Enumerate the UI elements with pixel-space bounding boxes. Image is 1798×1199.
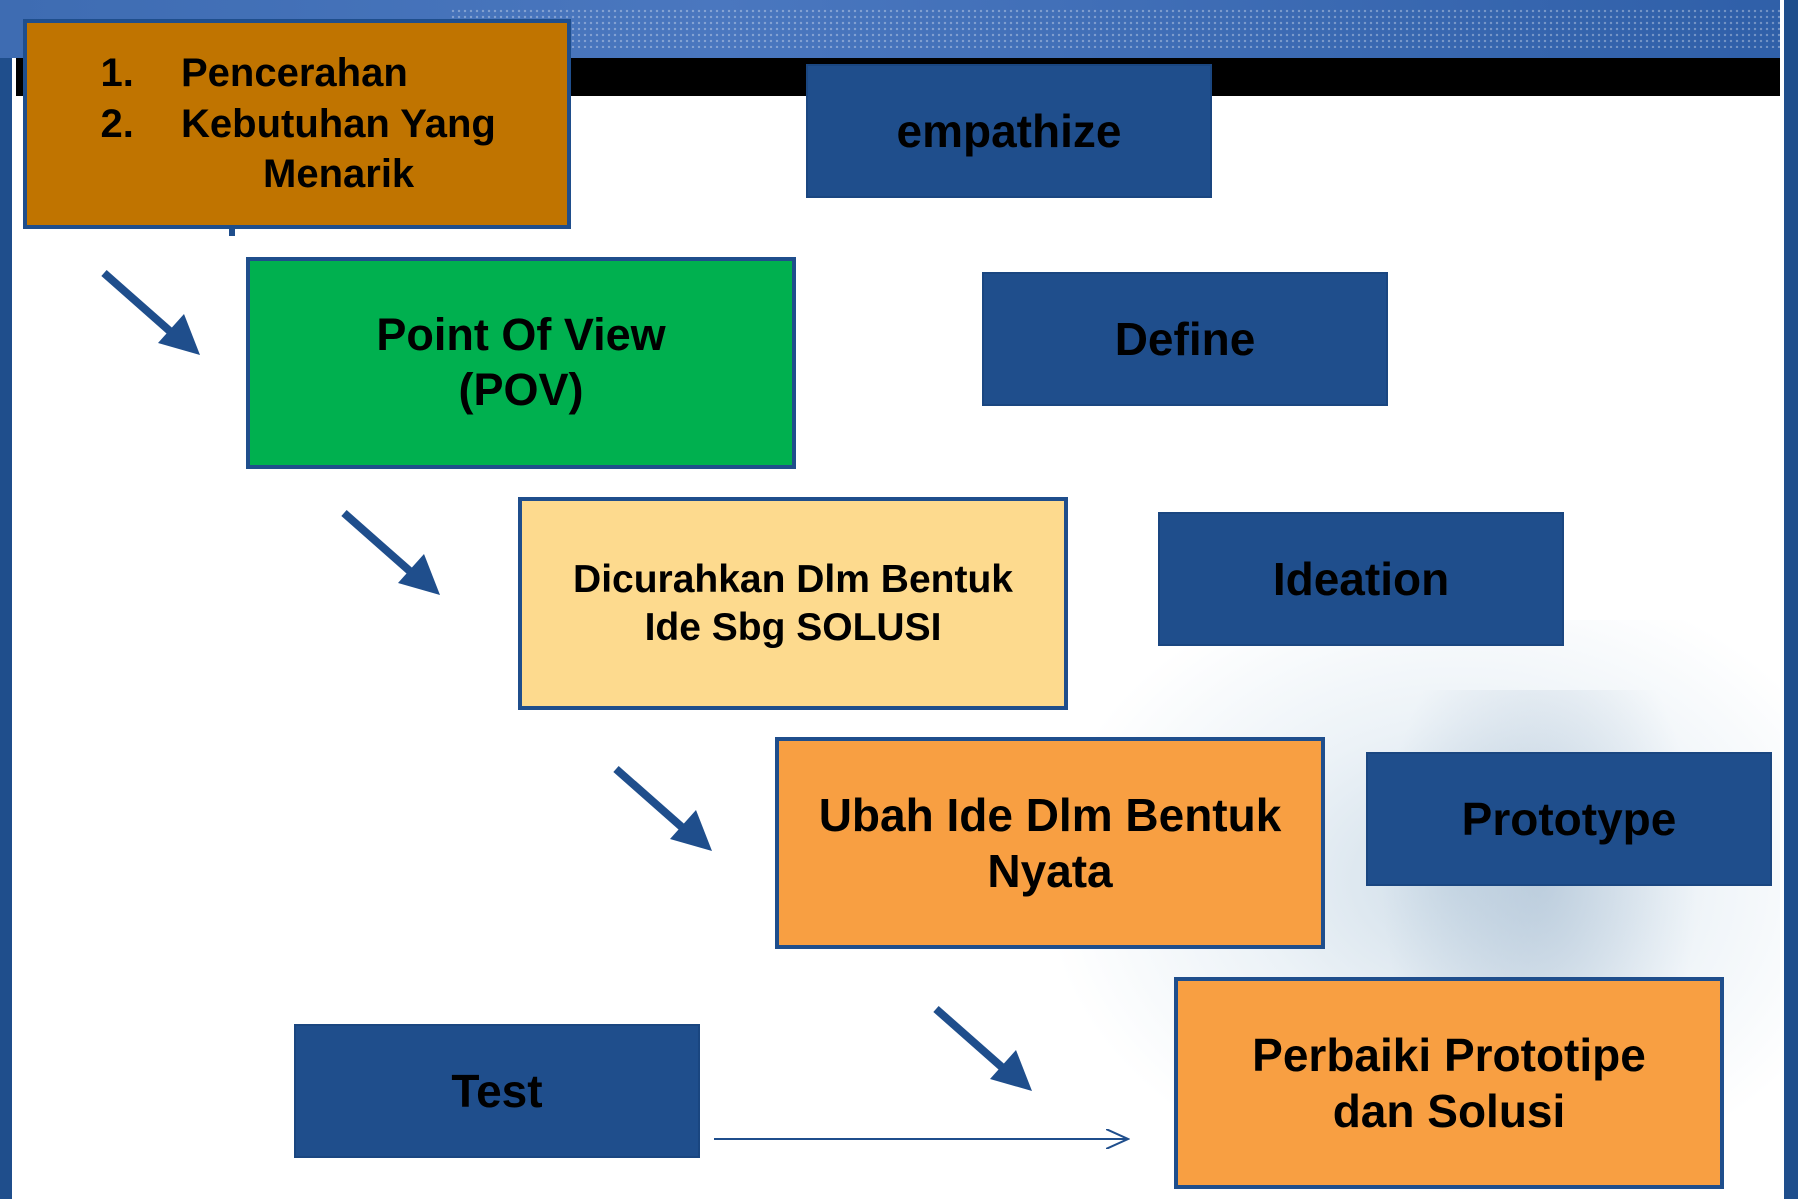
intro-item-2-label: Kebutuhan Yang (181, 101, 496, 146)
arrow-4 (933, 1006, 1032, 1091)
stage-ideation: Ideation (1158, 512, 1564, 646)
arrow-1 (101, 270, 200, 355)
arrow-2-head (398, 554, 440, 595)
prototype-desc-line1: Ubah Ide Dlm Bentuk (818, 788, 1282, 841)
arrow-3 (613, 766, 712, 851)
idea-box-line1: Dicurahkan Dlm Bentuk (573, 557, 1013, 601)
intro-item-2-label-cont: Menarik (263, 152, 415, 197)
stage-define: Define (982, 272, 1388, 406)
arrow-3-head (670, 810, 712, 851)
pov-box: Point Of View(POV) (246, 257, 796, 469)
arrow-1-head (158, 314, 200, 355)
arrow-2 (341, 510, 440, 595)
stage-test: Test (294, 1024, 700, 1158)
improve-box-line1: Perbaiki Prototipe (1252, 1028, 1646, 1081)
frame-right-inner-line (1780, 0, 1784, 1199)
intro-box-connector (229, 226, 235, 236)
prototype-desc-line2: Nyata (987, 845, 1113, 897)
header-dot-pattern (450, 8, 1782, 48)
improve-box-line2: dan Solusi (1332, 1085, 1566, 1137)
frame-left-border (0, 58, 12, 1199)
stage-empathize: empathize (806, 64, 1212, 198)
stage-prototype: Prototype (1366, 752, 1772, 886)
pov-box-line2: (POV) (458, 364, 584, 415)
intro-item-1-label: Pencerahan (181, 50, 408, 95)
intro-item-1: Pencerahan (145, 48, 496, 99)
pov-box-line1: Point Of View (376, 309, 666, 361)
arrow-4-head (990, 1050, 1032, 1091)
idea-box-line2: Ide Sbg SOLUSI (644, 605, 942, 649)
frame-left-inner-line (12, 58, 16, 1199)
frame-right-border (1784, 0, 1798, 1199)
